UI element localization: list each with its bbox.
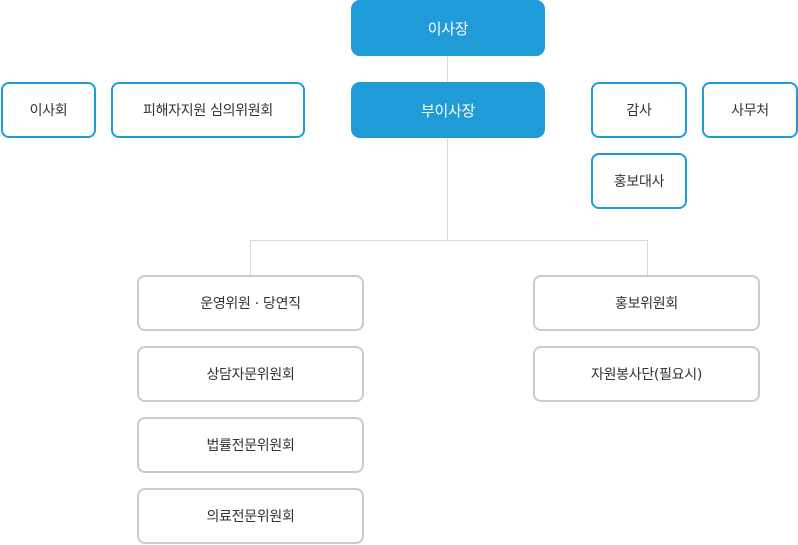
node-vice-chairman: 부이사장 xyxy=(351,82,545,138)
connector-chairman-vice xyxy=(447,55,448,83)
node-medical-committee: 의료전문위원회 xyxy=(137,488,364,544)
node-board-of-directors: 이사회 xyxy=(1,82,96,138)
node-operating-committee: 운영위원 · 당연직 xyxy=(137,275,364,331)
node-secretariat: 사무처 xyxy=(702,82,798,138)
connector-left-branch xyxy=(250,240,251,276)
node-chairman: 이사장 xyxy=(351,0,545,56)
node-auditor: 감사 xyxy=(591,82,687,138)
node-ambassador: 홍보대사 xyxy=(591,153,687,209)
connector-right-branch xyxy=(647,240,648,276)
node-legal-committee: 법률전문위원회 xyxy=(137,417,364,473)
node-volunteer-group: 자원봉사단(필요시) xyxy=(533,346,760,402)
connector-vice-down xyxy=(447,137,448,241)
connector-horizontal xyxy=(250,240,648,241)
node-pr-committee: 홍보위원회 xyxy=(533,275,760,331)
node-victim-support-committee: 피해자지원 심의위원회 xyxy=(111,82,305,138)
node-counseling-committee: 상담자문위원회 xyxy=(137,346,364,402)
